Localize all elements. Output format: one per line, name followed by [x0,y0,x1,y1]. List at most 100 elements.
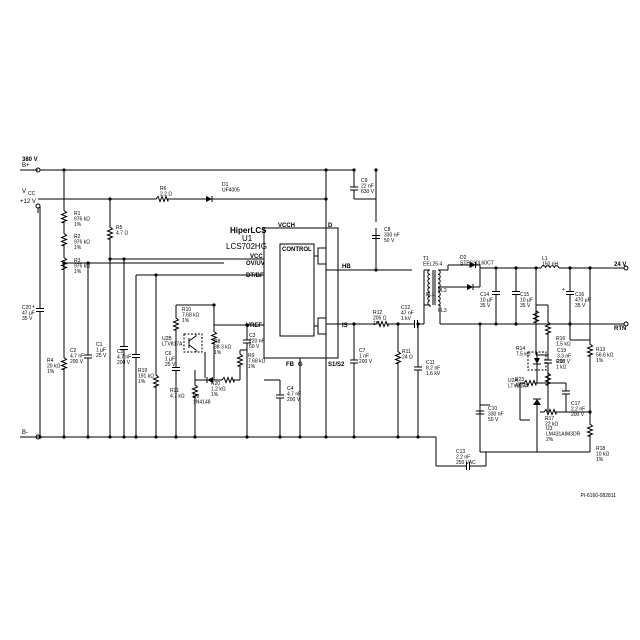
d1-diode [206,196,212,202]
label-u2b-value: LTV817A [162,342,183,348]
junction-dot [134,435,138,439]
components [183,196,560,405]
label-r6-value: 2.2 Ω [160,192,172,198]
junction-dot [174,435,178,439]
label-c9-value: 22 nF [361,184,374,190]
junction-dot [108,257,112,261]
r14-resistor [532,305,540,328]
r19-resistor [152,370,160,392]
junction-dot [374,168,378,172]
junction-dot [494,322,498,326]
terminal-vcc-subscript: CC [28,191,36,197]
ic-name: HiperLCS [230,226,267,235]
r16-resistor [544,318,552,338]
u2b-transistor [188,335,197,342]
label-r2-value: 1% [74,245,82,251]
junction-dot [122,257,126,261]
label-c13-value: 2.2 nF [456,455,470,461]
label-r5-ref: R5 [116,225,123,231]
r23-resistor [520,379,540,387]
r11-resistor [394,347,402,368]
junction-dot [154,435,158,439]
label-c2-value: 200 V [70,359,84,365]
junction-dot [62,435,66,439]
wires [20,167,629,470]
label-c14-value: 10 µF [480,298,493,304]
label-r6-ref: R6 [160,186,167,192]
junction-dot [352,322,356,326]
r21-resistor [191,380,199,402]
r8-resistor [210,325,218,350]
label-r8-value: 1% [214,350,222,356]
t1-primary-winding [427,269,431,306]
label-c4-ref: C4 [287,386,294,392]
label-r3-value: 976 kΩ [74,264,90,270]
junction-dot [396,322,400,326]
junction-dot [588,266,592,270]
u2b-transistor [188,344,197,351]
label-r2-ref: R2 [74,234,81,240]
junction-dot [245,435,249,439]
label-r3-value: 1% [74,269,82,275]
label-c7-value: 200 V [359,359,373,365]
d3-diode [207,377,213,383]
pin-fb: FB [286,362,295,368]
label-r9-value: 7.68 kΩ [248,359,266,365]
label-u3-value: 2% [546,437,554,443]
label-r21-value: 4.7 kΩ [170,394,185,400]
label-c5-ref: C5 [117,349,124,355]
junction-dot [514,266,518,270]
label-c9-ref: C9 [361,178,368,184]
label-c3-value: 50 V [249,344,260,350]
r15-resistor [544,368,552,390]
label-c19-value: 3.3 nF [557,354,571,360]
label-c11-ref: C11 [426,360,435,366]
d2-diode [469,262,476,268]
label-c2-value: 4.7 nF [70,354,84,360]
label-c6-value: 1 µF [165,357,175,363]
label-r9-value: 1% [248,364,256,370]
label-r11-ref: R11 [402,349,411,355]
label-c15-ref: C15 [520,292,529,298]
label-c20-value: 35 V [22,316,33,322]
pin-vcch: VCCH [278,223,295,229]
label-r3-ref: R3 [74,258,81,264]
label-c3-ref: C3 [249,333,256,339]
label-r14-value: 7.5 kΩ [516,352,531,358]
label-c10-value: 330 nF [488,412,504,418]
label-c17-value: 200 V [571,412,585,418]
pin-d: D [328,223,333,229]
r17-resistor [540,408,560,416]
label-r13-ref: R13 [596,347,605,353]
label-r9-ref: R9 [248,353,255,359]
junction-dot [324,168,328,172]
label-c20-ref: C20 [22,305,31,311]
junction-dot [62,168,66,172]
label-c14-ref: C14 [480,292,489,298]
junction-dot [416,435,420,439]
label-r8-value: 38.3 kΩ [214,345,232,351]
label-c10-value: 50 V [488,417,499,423]
label-r12-value: 1% [373,321,381,327]
label-c14-value: 35 V [480,303,491,309]
pin-s1s2: S1/S2 [328,362,345,368]
label-r21-ref: R21 [170,388,179,394]
label-l1-value: 150 nH [542,262,559,268]
label-c10-ref: C10 [488,406,497,412]
label-c13-value: 250 VAC [456,460,476,466]
label-c12-value: 47 nF [401,311,414,317]
label-r23-ref: R23 [515,377,524,383]
junction-dot [494,266,498,270]
u3-shunt-regulator [533,399,541,405]
junction-dot [278,435,282,439]
junction-dot [86,261,90,265]
label-d3-value: 1N4148 [193,400,211,406]
r10-resistor [172,314,180,334]
label-r16-value: 1.5 kΩ [556,342,571,348]
label-r20-ref: R20 [211,381,220,387]
terminal-bplus-label: B+ [22,163,30,169]
label-c8-ref: C8 [384,227,391,233]
